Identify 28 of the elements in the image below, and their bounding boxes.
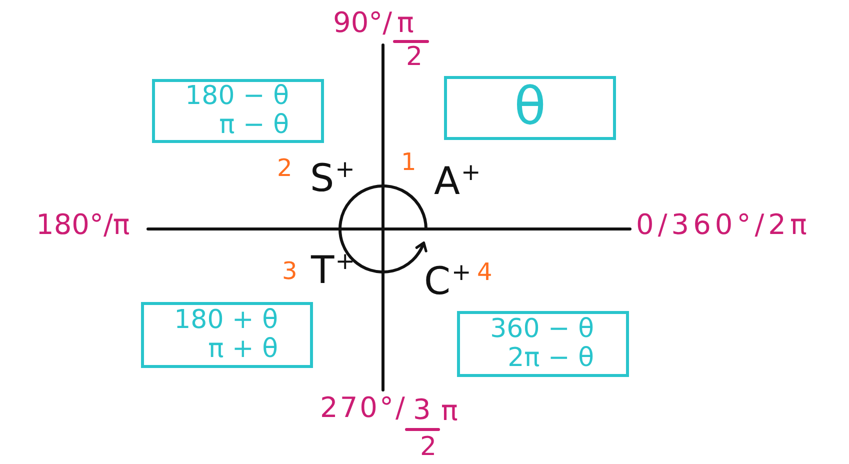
quadrant-letter: A$^{+}$ (434, 162, 481, 200)
formula-text: 180 + θ (174, 306, 279, 335)
quadrant-number: 1 (401, 150, 416, 174)
quadrant-number: 2 (277, 156, 292, 180)
formula-box (444, 76, 616, 140)
angle-symbol: θ (514, 79, 546, 137)
angle-label: 270°/ (320, 394, 407, 422)
quadrant-letter: S$^{+}$ (310, 159, 355, 197)
fraction-numerator: π (397, 9, 414, 37)
fraction-denominator: 2 (420, 434, 437, 460)
formula-box (141, 302, 313, 368)
quadrant-number: 3 (282, 259, 298, 283)
formula-text: 360 − θ (490, 315, 595, 344)
formula-text: π + θ (208, 335, 279, 364)
formula-text: π − θ (219, 111, 290, 140)
formula-box (152, 79, 324, 143)
quadrant-letter: T$^{+}$ (311, 251, 355, 289)
quadrant-letter: C$^{+}$ (424, 262, 472, 300)
angle-label: 90°/ (333, 9, 392, 37)
fraction-denominator: 2 (406, 44, 423, 70)
formula-box (457, 311, 629, 377)
angle-label: π (441, 397, 458, 425)
quadrant-number: 4 (477, 260, 492, 284)
fraction-numerator: 3 (413, 396, 431, 424)
formula-text: 180 − θ (185, 82, 290, 111)
angle-label: 180°/π (36, 211, 130, 239)
formula-text: 2π − θ (508, 344, 595, 373)
angle-label: 0/360°/2π (636, 211, 811, 239)
